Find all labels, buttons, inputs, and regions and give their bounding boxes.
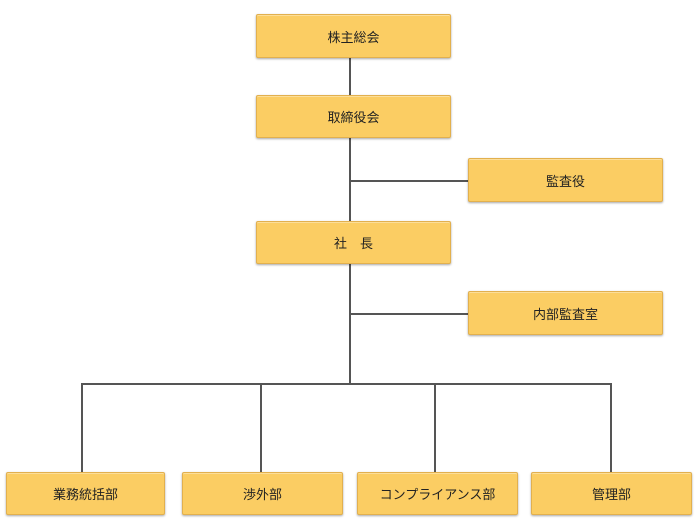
node-president: 社 長: [256, 221, 451, 264]
connector-department-bus: [81, 383, 612, 385]
node-department-3: コンプライアンス部: [357, 472, 518, 515]
connector-to-department-2: [260, 383, 262, 472]
node-department-1: 業務統括部: [6, 472, 165, 515]
connector-board-to-president: [349, 137, 351, 222]
node-board-of-directors: 取締役会: [256, 95, 451, 138]
connector-to-department-4: [610, 383, 612, 472]
connector-shareholders-to-board: [349, 57, 351, 95]
connector-to-department-1: [81, 383, 83, 472]
connector-to-department-3: [434, 383, 436, 472]
node-auditor: 監査役: [468, 158, 663, 202]
connector-president-to-departments: [349, 263, 351, 385]
node-shareholders-meeting: 株主総会: [256, 14, 451, 58]
node-internal-audit-office: 内部監査室: [468, 291, 663, 335]
connector-to-auditor: [349, 180, 468, 182]
node-department-2: 渉外部: [182, 472, 343, 515]
node-department-4: 管理部: [531, 472, 692, 515]
connector-to-internal-audit: [349, 313, 468, 315]
